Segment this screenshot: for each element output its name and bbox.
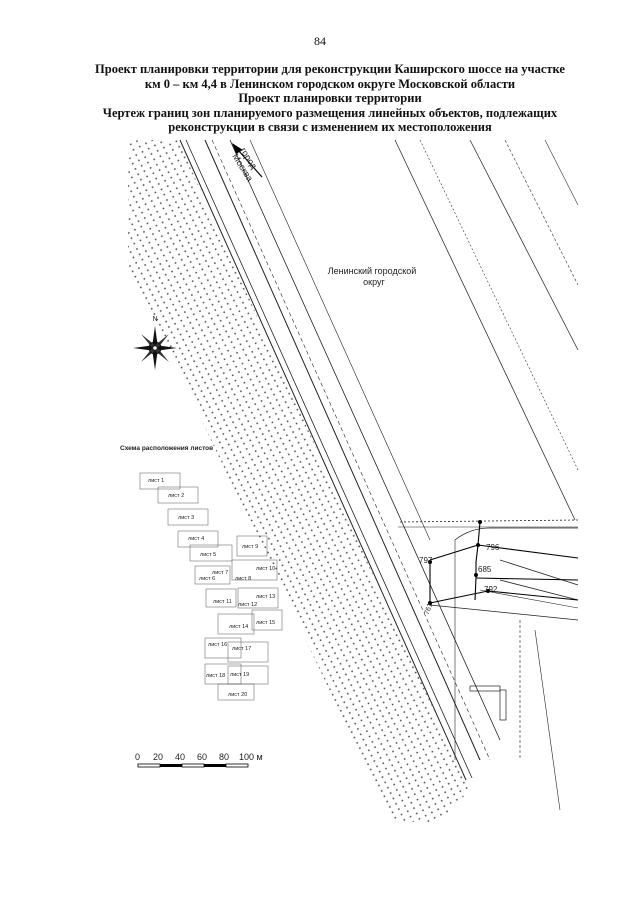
- scale-label: 40: [175, 752, 185, 762]
- point-marker: [476, 543, 480, 547]
- sheet-label: лист 16: [208, 642, 227, 648]
- sheet-label: лист 7: [212, 570, 228, 576]
- scale-label: 80: [219, 752, 229, 762]
- compass-rose: N: [133, 316, 177, 370]
- direction-indicator: город Москва: [230, 143, 263, 183]
- sheet-label: лист 19: [230, 672, 249, 678]
- sheet-label: лист 10: [256, 566, 275, 572]
- point-label-792: 792: [484, 585, 498, 594]
- title-line-3: Проект планировки территории: [238, 91, 422, 105]
- sheet-label: лист 15: [256, 620, 275, 626]
- sheet-label: лист 3: [178, 515, 194, 521]
- sheet-label: лист 14: [229, 624, 248, 630]
- sheet-scheme: Схема расположения листов лист 1 лист 2 …: [120, 445, 283, 701]
- compass-north-label: N: [152, 316, 157, 323]
- sheet-labels: лист 1 лист 2 лист 3 лист 4 лист 5 лист …: [148, 478, 275, 698]
- title-line-2: км 0 – км 4,4 в Ленинском городском окру…: [144, 76, 516, 91]
- sheet-label: лист 1: [148, 478, 164, 484]
- document-title: Проект планировки территории для реконст…: [60, 62, 600, 135]
- sheet-label: лист 11: [213, 599, 232, 605]
- scale-label: 20: [153, 752, 163, 762]
- sheet-scheme-grid: [139, 472, 283, 701]
- sheet-label: лист 4: [188, 536, 204, 542]
- title-line-4: Чертеж границ зон планируемого размещени…: [102, 105, 558, 120]
- point-marker: [474, 573, 478, 577]
- boundary-points: [428, 520, 490, 605]
- point-marker: [486, 589, 490, 593]
- zone-boundary: [429, 521, 579, 605]
- scale-label: 60: [197, 752, 207, 762]
- sheet-label: лист 8: [235, 576, 251, 582]
- highway-lines: [179, 139, 501, 781]
- point-marker: [428, 560, 432, 564]
- right-boundary-lines: [394, 139, 579, 521]
- point-marker: [428, 601, 432, 605]
- sheet-label: лист 9: [242, 544, 258, 550]
- sheet-label: лист 2: [168, 493, 184, 499]
- title-line-5: реконструкции в связи с изменением их ме…: [168, 120, 492, 134]
- point-label-797: 797: [419, 556, 433, 565]
- compass-icon: [133, 326, 177, 370]
- district-label-line2: округ: [363, 277, 385, 287]
- scale-bar-labels: 0 20 40 60 80 100 м: [135, 752, 263, 762]
- interchange-area: [398, 519, 579, 811]
- sheet-label: лист 5: [200, 552, 216, 558]
- map-body: [128, 139, 579, 822]
- sheet-label: лист 6: [199, 576, 215, 582]
- scale-bar: 0 20 40 60 80 100 м: [135, 752, 263, 768]
- sheet-label: лист 18: [206, 673, 225, 679]
- district-label-line1: Ленинский городской: [328, 266, 417, 276]
- sheet-label: лист 17: [232, 646, 251, 652]
- page-number: 84: [314, 34, 326, 48]
- point-label-685: 685: [478, 565, 492, 574]
- sheet-scheme-title: Схема расположения листов: [120, 445, 213, 452]
- scale-label: 100 м: [239, 752, 263, 762]
- point-label-796: 796: [486, 543, 500, 552]
- vegetation-band: [128, 140, 470, 822]
- scale-label: 0: [135, 752, 140, 762]
- sheet-label: лист 20: [228, 692, 247, 698]
- arrow-head-icon: [232, 143, 243, 154]
- point-marker: [478, 520, 482, 524]
- title-line-1: Проект планировки территории для реконст…: [95, 62, 565, 76]
- sheet-label: лист 12: [238, 602, 257, 608]
- point-label-761: 761: [424, 602, 435, 615]
- sheet-label: лист 13: [256, 594, 275, 600]
